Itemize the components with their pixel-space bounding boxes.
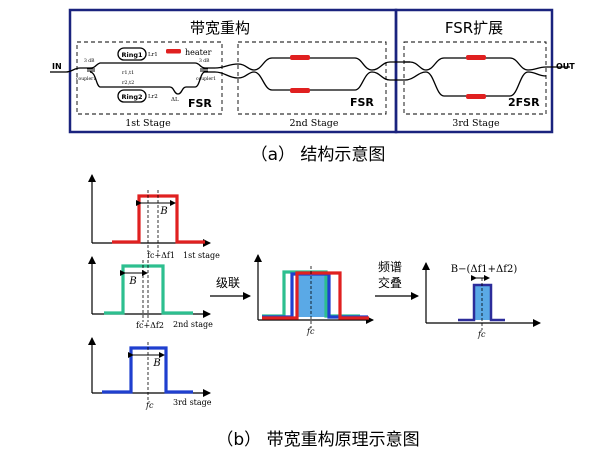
cascaded-stage1-curve	[262, 271, 369, 320]
stage3-passband	[102, 346, 193, 394]
cascaded-plot: fc	[254, 254, 374, 336]
coupler2-bottom: coupler1	[196, 76, 216, 82]
stage1-freq-label: fc+Δf1	[147, 251, 175, 260]
stage1-bandwidth-symbol: B	[159, 206, 167, 217]
coupler1-bottom: coupler1	[76, 76, 96, 82]
coupler2-top: 3 dB	[199, 58, 210, 64]
stage3-name: 3rd stage	[173, 398, 212, 407]
stage3-freq-label: fc	[145, 401, 154, 410]
heater-legend-swatch	[166, 49, 181, 54]
result-passband	[458, 283, 505, 322]
stage1-coupler-in	[87, 68, 95, 72]
ring1-shape	[117, 47, 147, 61]
coupler1-top: 3 dB	[84, 58, 95, 64]
stage1-lower-arm	[89, 71, 206, 95]
stage2-name: 2nd stage	[173, 320, 213, 329]
ring2: Ring2 Lr2	[117, 89, 158, 103]
heater-stage3-upper	[466, 55, 486, 60]
overlap-label-1: 频谱	[378, 260, 402, 274]
ring1: Ring1 Lr1	[117, 47, 158, 61]
coeff-r1t1: r1,t1	[122, 70, 134, 76]
stage2-plot: B fc+Δf2 2nd stage	[88, 256, 213, 330]
ring1-label: Ring1	[121, 51, 143, 59]
ring2-length: Lr2	[148, 94, 158, 100]
stage1-plot: B fc+Δf1 1st stage	[88, 174, 220, 260]
panel-b-principle: B fc+Δf1 1st stage B fc+Δf2 2nd stage B …	[88, 174, 541, 410]
cascaded-fc-label: fc	[306, 327, 315, 336]
stage1-name: 1st stage	[183, 251, 220, 260]
stage2-label: 2nd Stage	[290, 118, 339, 129]
heater-stage2-upper	[290, 55, 310, 60]
stage1-upper-arm	[89, 62, 206, 69]
result-fc-label: fc	[477, 330, 486, 339]
cascaded-overlap-fill	[297, 275, 326, 317]
overlap-label-2: 交叠	[378, 275, 402, 290]
stage2-freq-label: fc+Δf2	[136, 321, 164, 330]
result-plot: fc B−(Δf1+Δf2)	[422, 262, 541, 339]
title-bandwidth-reconfig: 带宽重构	[190, 19, 250, 37]
port-in-label: IN	[52, 62, 62, 71]
stage3-plot: B fc 3rd stage	[88, 337, 212, 410]
panel-a-structure: 带宽重构 FSR扩展 1st Stage 2nd Stage 3rd Stage…	[50, 8, 575, 134]
stage1-coupler-out	[200, 68, 208, 72]
caption-b: （b） 带宽重构原理示意图	[216, 430, 419, 450]
stage3-lower-arm	[425, 71, 529, 97]
heater-stage3-lower	[466, 94, 486, 99]
stage2-box	[237, 41, 387, 115]
stage3-box	[403, 41, 547, 115]
result-passband-fill	[474, 285, 491, 320]
caption-a: （a） 结构示意图	[251, 145, 386, 165]
delta-l-label: ΔL	[171, 97, 179, 103]
stage2-lower-arm	[253, 71, 373, 91]
title-fsr-extension: FSR扩展	[445, 19, 503, 37]
stage1-box	[76, 41, 223, 115]
stage2-passband	[104, 264, 193, 315]
result-bandwidth-label: B−(Δf1+Δf2)	[451, 264, 518, 275]
fsr-label-stage3: 2FSR	[508, 96, 540, 109]
coeff-r2t2: r2,t2	[122, 80, 134, 86]
cascade-label: 级联	[216, 276, 240, 290]
fsr-label-stage1: FSR	[188, 97, 212, 110]
ring2-label: Ring2	[121, 93, 142, 101]
stage2-bandwidth-symbol: B	[128, 276, 136, 287]
heaters	[290, 55, 486, 99]
heater-stage2-lower	[290, 88, 310, 93]
output-waveguide	[527, 66, 570, 71]
stage3-bandwidth-symbol: B	[152, 358, 160, 369]
fsr-extension-frame	[394, 8, 554, 134]
ring2-shape	[117, 89, 147, 103]
fsr-label-stage2: FSR	[350, 96, 374, 109]
heater-legend-label: heater	[185, 48, 212, 57]
ring1-length: Lr1	[148, 52, 158, 58]
stage1-label: 1st Stage	[125, 118, 171, 129]
stage3-label: 3rd Stage	[452, 118, 500, 129]
stage2-upper-arm	[253, 57, 373, 71]
